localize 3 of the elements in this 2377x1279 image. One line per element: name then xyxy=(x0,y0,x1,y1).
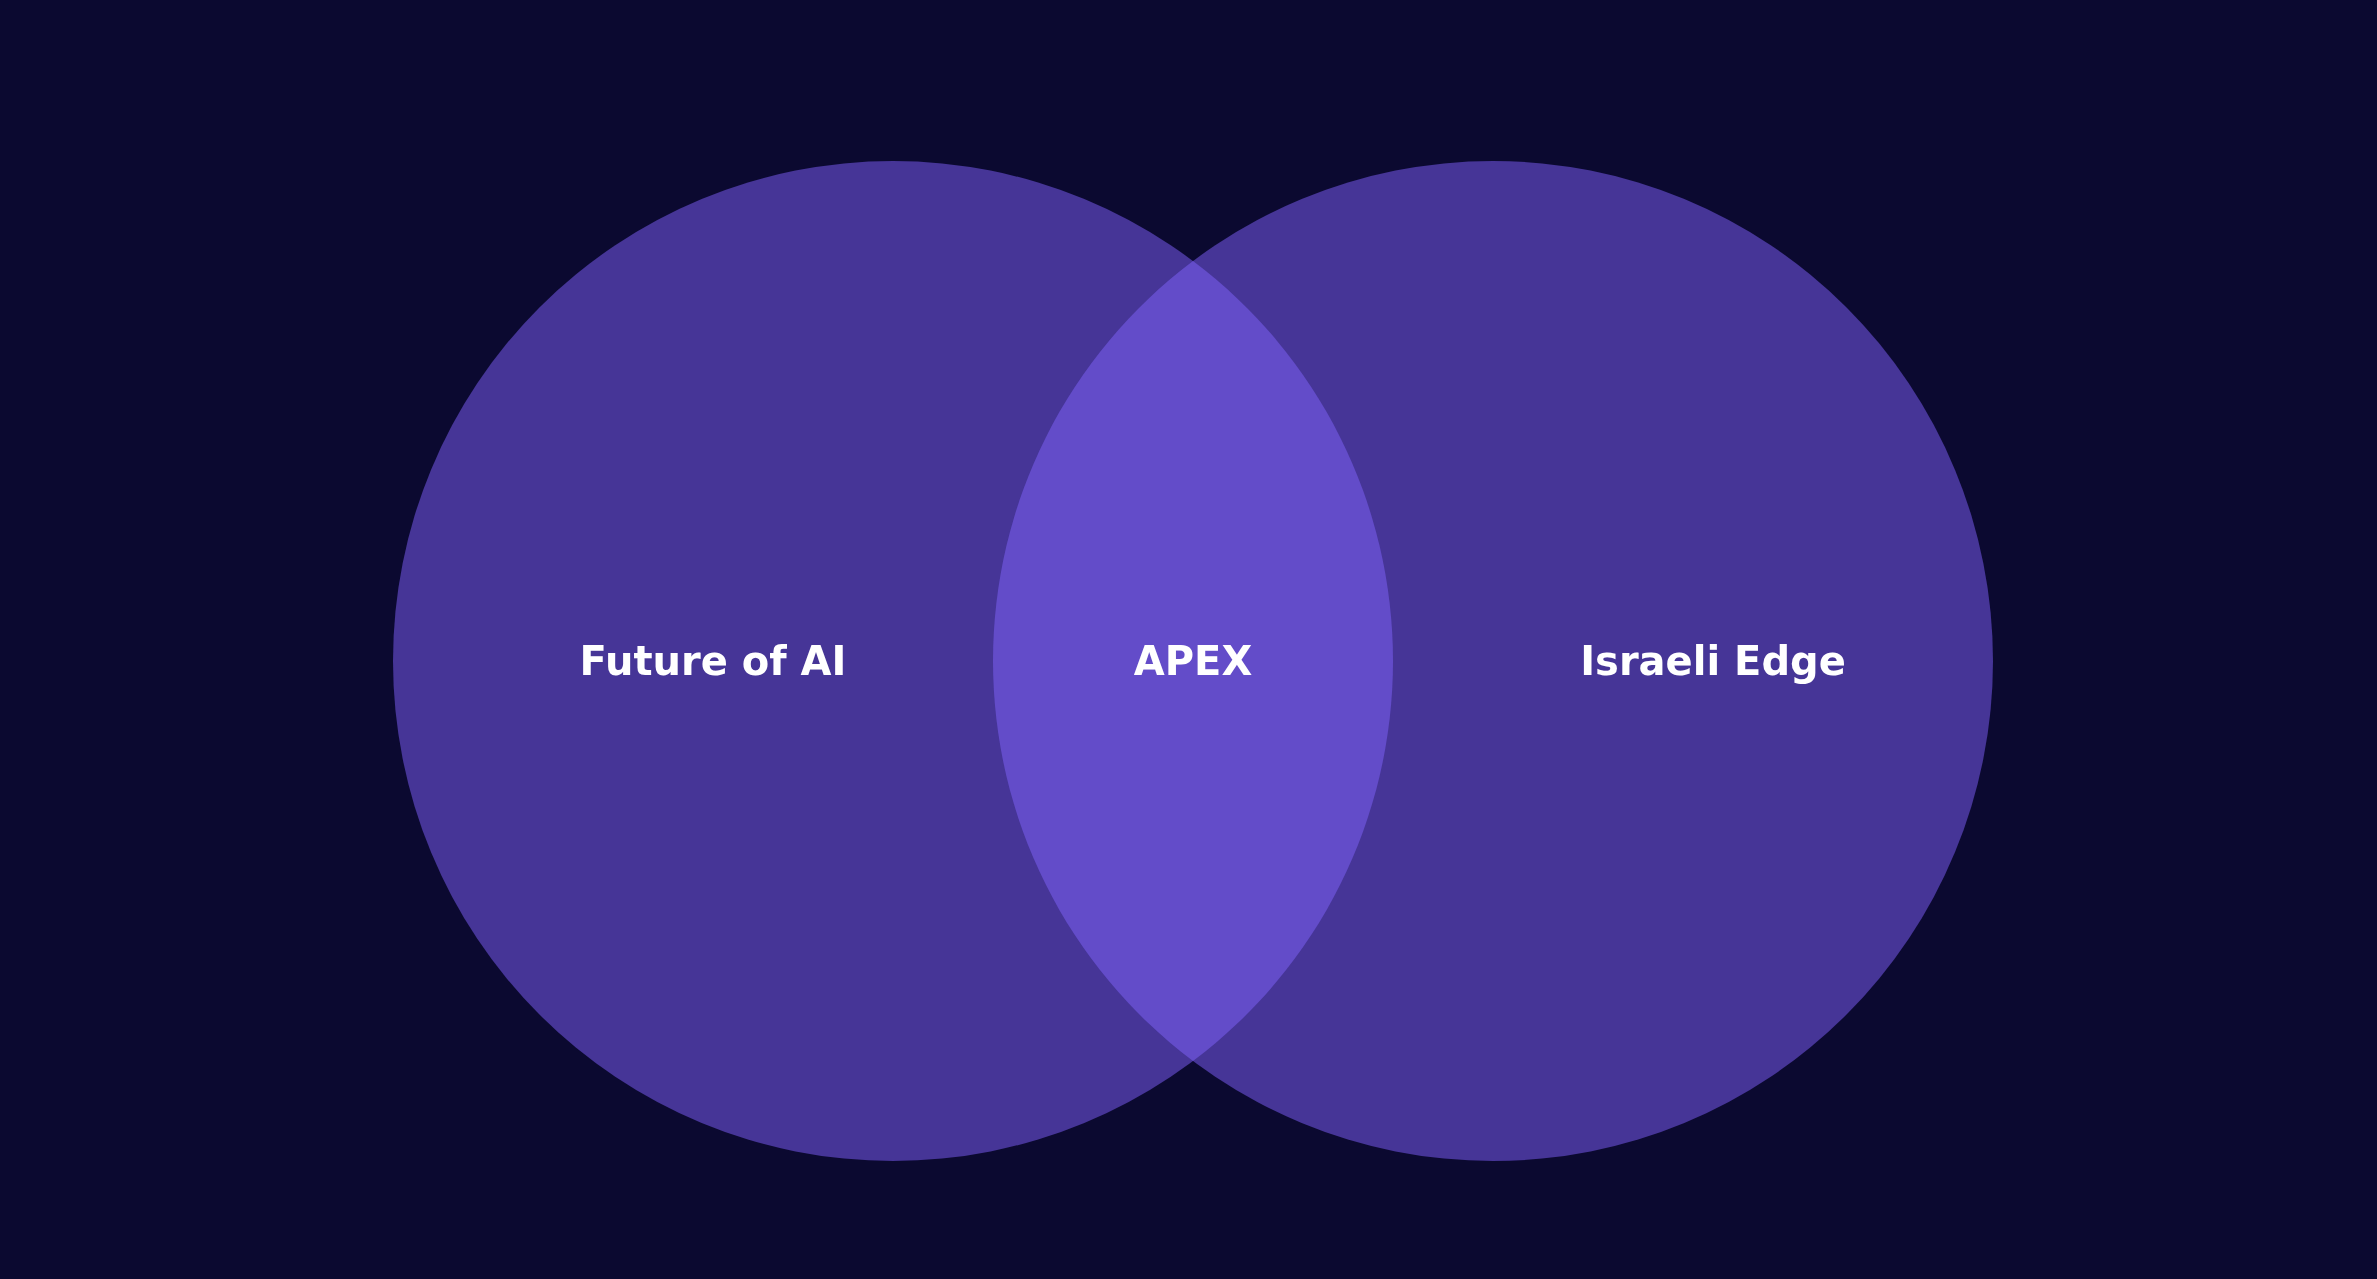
venn-label: APEX xyxy=(1133,639,1253,683)
venn-label: Israeli Edge xyxy=(1580,639,1846,683)
venn-label: Future of AI xyxy=(579,639,847,683)
